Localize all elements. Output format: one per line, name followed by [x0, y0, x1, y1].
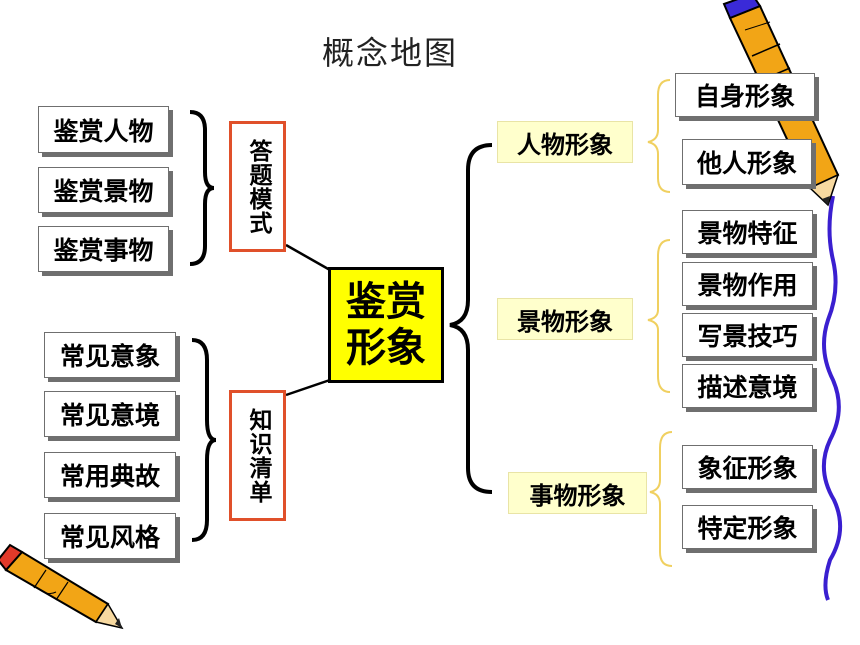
sub-item-symbolic-image: 象征形象 [682, 445, 813, 489]
pencil-icon-bottom-left [0, 543, 124, 630]
center-brace [449, 143, 493, 494]
left-item-common-styles: 常见风格 [44, 513, 176, 559]
left-item-common-images: 常见意象 [44, 332, 176, 378]
sub-item-specific-image: 特定形象 [682, 505, 813, 549]
center-node: 鉴赏 形象 [328, 267, 444, 383]
category-scenery-image: 景物形象 [497, 298, 633, 340]
left-item-appreciate-things: 鉴赏事物 [38, 226, 169, 272]
brace-people [647, 79, 671, 193]
sub-item-scenery-features: 景物特征 [682, 210, 813, 254]
sub-item-others-image: 他人形象 [682, 139, 812, 185]
squiggle-right [821, 195, 843, 601]
knowledge-list-label: 知识清单 [229, 390, 286, 521]
sub-item-self-image: 自身形象 [675, 73, 815, 117]
left-top-brace [189, 110, 215, 266]
sub-item-scenery-techniques: 写景技巧 [682, 313, 813, 357]
left-bottom-brace [191, 338, 217, 542]
brace-scenery [647, 239, 671, 393]
category-people-image: 人物形象 [497, 121, 633, 163]
left-item-appreciate-people: 鉴赏人物 [38, 106, 169, 153]
category-things-image: 事物形象 [508, 472, 647, 514]
answer-pattern-label: 答题模式 [229, 121, 286, 252]
sub-item-scenery-function: 景物作用 [682, 262, 813, 306]
center-line-2: 形象 [346, 325, 426, 371]
left-item-common-allusions: 常用典故 [44, 452, 176, 498]
left-item-appreciate-scenery: 鉴赏景物 [38, 167, 169, 213]
center-line-1: 鉴赏 [346, 279, 426, 325]
sub-item-describe-mood: 描述意境 [682, 364, 813, 408]
diagram-title: 概念地图 [321, 34, 458, 72]
left-item-common-moods: 常见意境 [44, 391, 176, 437]
brace-things [649, 431, 673, 567]
